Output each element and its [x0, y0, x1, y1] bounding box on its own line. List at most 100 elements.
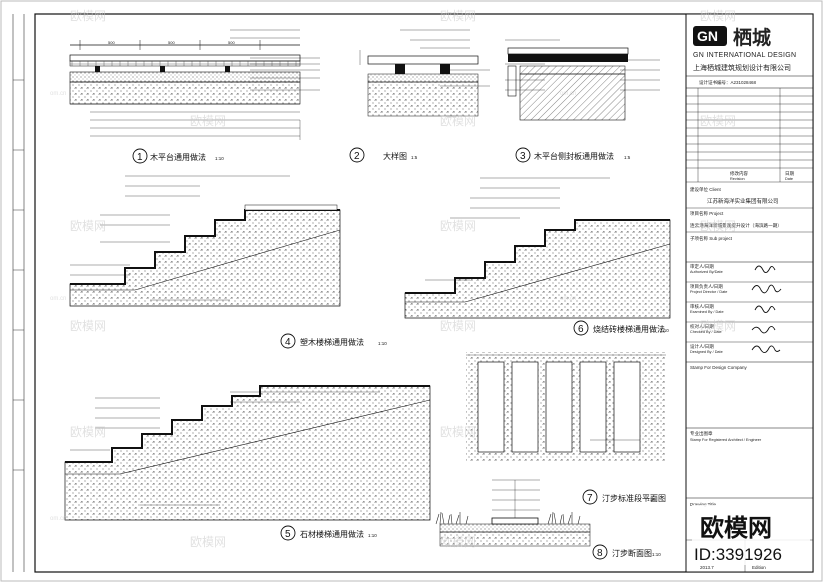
detail-number: 4 [285, 337, 291, 348]
detail-number: 2 [354, 151, 360, 162]
detail-7-stepping-plan: 7 汀步标准段平面图 1:20 [466, 352, 666, 505]
rev-date-en: Date [785, 177, 793, 181]
client-name: 江苏新海洋实业集团有限公司 [707, 197, 779, 205]
detail-number: 5 [285, 529, 291, 540]
watermark-text: 欧模网 [440, 319, 476, 333]
detail-scale: 1:5 [411, 155, 418, 160]
edition-label: Edition [752, 565, 766, 570]
stamp-company: Stamp For Design Company [690, 365, 748, 370]
detail-title: 木平台通用做法 [150, 152, 206, 162]
detail-number: 1 [137, 152, 143, 163]
logo-icon [693, 26, 727, 46]
detail-number-circle [280, 525, 296, 541]
detail-number-circle [280, 333, 296, 349]
watermark-badge: 欧模网 ID:3391926 [692, 505, 810, 565]
detail-title: 石材楼梯通用做法 [300, 529, 364, 539]
detail-title: 汀步标准段平面图 [602, 493, 666, 503]
dim-text: 500 [168, 40, 175, 45]
watermark-text: 欧模网 [440, 535, 476, 549]
watermark-brand: 欧模网 [700, 514, 772, 542]
watermark-url: om.cn [50, 516, 66, 522]
detail-number: 7 [587, 493, 593, 504]
drawing-title-label: Drawing Title [690, 502, 717, 507]
watermark-id: ID:3391926 [694, 545, 782, 564]
rev-date-cn: 日期 [785, 171, 794, 177]
revision-table [686, 88, 813, 183]
role-en: Designed By / Date [690, 350, 723, 354]
detail-1-deck: 500 500 500 1 木平台通用做法 1:10 [69, 29, 320, 164]
watermark-text: 欧模网 [440, 9, 476, 23]
detail-8-stepping-section: 8 汀步断面图 1:10 [435, 479, 661, 560]
logo-mark: GN [697, 28, 718, 44]
sub-project-label: 子项名称 Sub project [690, 235, 733, 242]
watermark-text: 欧模网 [190, 114, 226, 128]
role-cn: 审定人/日期 [690, 263, 714, 270]
detail-4-wood-stair: 4 塑木楼梯通用做法 1:10 [69, 175, 387, 349]
detail-scale: 1:10 [215, 156, 224, 161]
dim-text: 500 [108, 40, 115, 45]
detail-title: 烧结砖楼梯通用做法 [593, 324, 665, 334]
watermark-text: 欧模网 [190, 535, 226, 549]
detail-title: 塑木楼梯通用做法 [300, 337, 364, 347]
watermark-url: om.cn [50, 296, 66, 302]
watermark-text: 欧模网 [70, 219, 106, 233]
watermark-text: 欧模网 [70, 319, 106, 333]
role-en: Checked By / Date [690, 330, 722, 334]
watermark-text: 欧模网 [440, 219, 476, 233]
project-label: 项目名称 Project [690, 210, 724, 217]
stamp-engineer-cn: 专业出图章 [690, 430, 713, 437]
detail-number-circle [132, 148, 148, 164]
project-name: 连云港海洋新城景观提升设计（海滨路一期） [690, 222, 782, 229]
detail-scale: 1:5 [624, 155, 631, 160]
detail-number-circle [582, 489, 598, 505]
cert-number: 设计证书编号：A231028468 [699, 79, 757, 86]
client-label: 建设单位 Client [690, 186, 722, 193]
role-cn: 项目负责人/日期 [690, 283, 723, 290]
watermark-url: om.cn [560, 91, 576, 97]
watermark-text: 欧模网 [440, 425, 476, 439]
detail-scale: 1:10 [660, 328, 669, 333]
detail-scale: 1:20 [647, 497, 656, 502]
watermark-text: 欧模网 [440, 114, 476, 128]
company-name: 上海栖城建筑规划设计有限公司 [693, 63, 791, 72]
company-english: GN INTERNATIONAL DESIGN [693, 52, 796, 59]
title-block: GN 栖城 GN INTERNATIONAL DESIGN 上海栖城建筑规划设计… [685, 13, 814, 573]
role-cn: 设计人/日期 [690, 343, 714, 350]
watermark-text: 欧模网 [70, 9, 106, 23]
detail-title: 大样图 [383, 151, 407, 161]
role-cn: 审核人/日期 [690, 303, 714, 310]
detail-5-stone-stair: 5 石材楼梯通用做法 1:10 [64, 385, 431, 541]
detail-number-circle [349, 147, 365, 163]
watermark-text: 欧模网 [700, 9, 736, 23]
logo-cn: 栖城 [733, 26, 771, 49]
detail-scale: 1:10 [652, 552, 661, 557]
handwritten-signature [751, 265, 782, 353]
detail-number-circle [592, 544, 608, 560]
watermark-url: om.cn [50, 91, 66, 97]
detail-scale: 1:10 [378, 341, 387, 346]
detail-3-side-panel: 3 木平台侧封板通用做法 1:5 [505, 39, 660, 163]
detail-number: 6 [578, 324, 584, 335]
rev-head-cn: 修改内容 [730, 170, 748, 177]
detail-number: 8 [597, 548, 603, 559]
detail-number-circle [573, 320, 589, 336]
watermark-url: om.cn [560, 296, 576, 302]
watermark-text: 欧模网 [70, 425, 106, 439]
rev-head-en: Revision [730, 177, 745, 181]
signature-rows: 审定人/日期 Authorized By/Date 项目负责人/日期 Proje… [686, 263, 813, 363]
detail-number: 3 [520, 151, 526, 162]
detail-title: 汀步断面图 [612, 548, 652, 558]
role-cn: 校对人/日期 [690, 323, 714, 330]
detail-scale: 1:10 [368, 533, 377, 538]
watermark-text: 欧模网 [700, 114, 736, 128]
date-value: 2013.7 [700, 565, 714, 570]
detail-number-circle [515, 147, 531, 163]
detail-2-closeup: 2 大样图 1:5 [349, 29, 490, 163]
dim-text: 500 [228, 40, 235, 45]
detail-6-brick-stair: 6 烧结砖楼梯通用做法 1:10 [404, 177, 671, 336]
role-en: Project Director / Date [690, 290, 727, 294]
watermark-text: 欧模网 [700, 219, 736, 233]
left-margin-strip [12, 14, 25, 572]
